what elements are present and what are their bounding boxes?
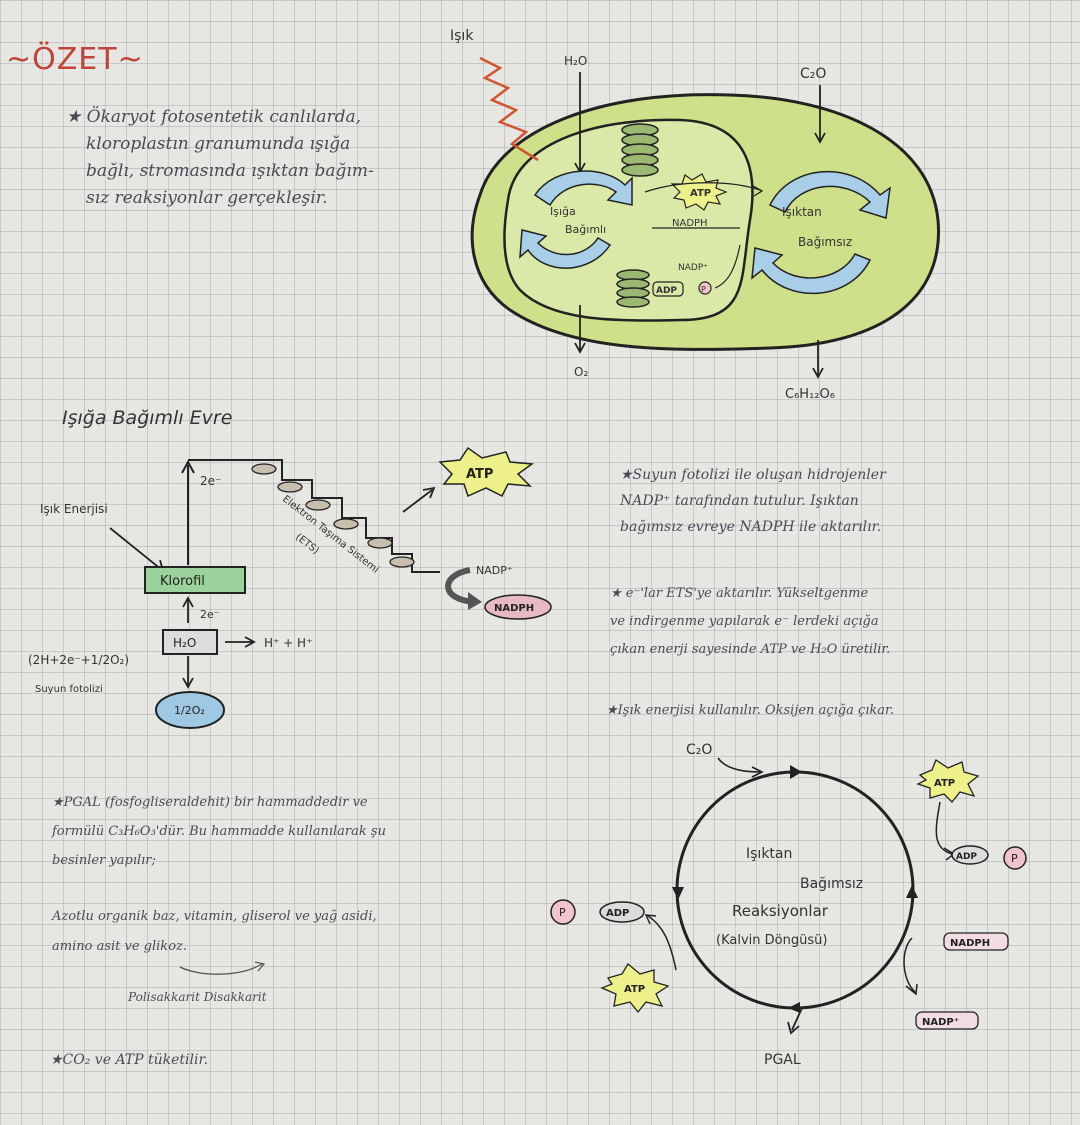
calvin-adp-left-label: ADP: [606, 908, 629, 919]
h2o-box-label: H₂O: [173, 636, 196, 650]
calvin-p-right-label: P: [1011, 852, 1018, 865]
half-oxygen-label: 1/2O₂: [174, 704, 205, 717]
note-nutrients-line-2: amino asit ve glikoz.: [52, 939, 187, 954]
calvin-atp-left-icon: [600, 963, 670, 1014]
granum-stack-bottom: [616, 269, 650, 308]
calvin-cycle-circle: [675, 770, 915, 1010]
calvin-label-2: Bağımsız: [800, 876, 863, 892]
note-photolysis-line-1: ★Suyun fotolizi ile oluşan hidrojenler: [620, 467, 886, 483]
light-phase-nadp-label: NADP⁺: [476, 564, 513, 577]
glucose-label: C₆H₁₂O₆: [785, 387, 835, 402]
light-phase-heading: Işığa Bağımlı Evre: [62, 407, 233, 429]
calvin-co2-label: C₂O: [686, 742, 712, 758]
light-phase-atp-star-icon: [438, 446, 535, 498]
light-phase-nadph-ellipse: [484, 594, 552, 620]
calvin-nadp-label: NADP⁺: [922, 1017, 959, 1028]
calvin-atp-top-icon: [916, 759, 980, 803]
light-dependent-label-2: Bağımlı: [565, 223, 606, 236]
chloroplast-diagram: Işık H₂O C₂O O₂ C₆H₁₂O₆ Işığa Bağımlı Iş…: [450, 28, 940, 402]
intro-note: ★ Ökaryot fotosentetik canlılarda, kloro…: [66, 104, 374, 212]
note-nutrients-line-1: Azotlu organik baz, vitamin, gliserol ve…: [52, 909, 377, 924]
light-dependent-cycle-arrow-bottom: [519, 229, 612, 269]
notes-right-1: ★Suyun fotolizi ile oluşan hidrojenler N…: [620, 462, 886, 540]
glucose-branch-arrow: [179, 961, 266, 975]
calvin-cycle-diagram: C₂O Işıktan Bağımsız Reaksiyonlar (Kalvi…: [550, 742, 1027, 1068]
chloroplast-inner-membrane: [503, 118, 754, 322]
calvin-nadph-label: NADPH: [950, 938, 990, 949]
light-phase-diagram: Işık Enerjisi 2e⁻ Klorofil 2e⁻ H₂O H⁺ + …: [28, 446, 552, 729]
notes-pgal: ★PGAL (fosfogliseraldehit) bir hammadded…: [52, 788, 386, 875]
note-saccharides: Polisakkarit Disakkarit: [128, 990, 267, 1004]
intro-line-4: sız reaksiyonlar gerçekleşir.: [86, 188, 328, 208]
chloroplast-nadp-label: NADP⁺: [678, 263, 708, 273]
light-dependent-cycle-arrow-top: [533, 170, 633, 207]
intro-line-2: kloroplastın granumunda ışığa: [86, 134, 351, 154]
calvin-pgal-label: PGAL: [764, 1052, 801, 1068]
ets-abbrev-label: (ETS): [293, 532, 321, 557]
h2o-box: [162, 629, 218, 655]
note-pgal-line-2: formülü C₃H₆O₃'dür. Bu hammadde kullanıl…: [52, 824, 386, 839]
chloroplast-nadph-label: NADPH: [672, 218, 708, 229]
light-independent-cycle-arrow-bottom: [751, 247, 872, 295]
chloroplast-adp-label: ADP: [656, 286, 677, 296]
intro-line-1: ★ Ökaryot fotosentetik canlılarda,: [66, 107, 362, 127]
calvin-p-left-label: P: [559, 906, 566, 919]
note-pgal-line-1: ★PGAL (fosfogliseraldehit) bir hammadded…: [52, 795, 368, 810]
note-co2-atp: ★CO₂ ve ATP tüketilir.: [50, 1052, 209, 1068]
note-ets-line-2: ve indirgenme yapılarak e⁻ lerdeki açığa: [610, 614, 879, 629]
light-phase-atp-label: ATP: [466, 467, 493, 482]
half-oxygen-ellipse: [155, 691, 225, 729]
granum-stack-top: [621, 123, 659, 177]
page-title: ~ÖZET~: [6, 42, 144, 77]
co2-label: C₂O: [800, 66, 826, 82]
chloroplast-p-label: P: [701, 285, 706, 294]
light-label: Işık: [450, 28, 474, 44]
calvin-label-1: Işıktan: [746, 846, 792, 862]
chlorophyll-label: Klorofil: [160, 574, 205, 589]
light-ray-icon: [479, 56, 539, 162]
light-dependent-label-1: Işığa: [550, 205, 576, 218]
ets-staircase: [188, 459, 440, 573]
chlorophyll-box: [144, 566, 246, 594]
light-independent-label-1: Işıktan: [782, 205, 822, 219]
light-energy-label: Işık Enerjisi: [40, 502, 108, 516]
calvin-label-3: Reaksiyonlar: [732, 902, 829, 920]
notes-right-2: ★ e⁻'lar ETS'ye aktarılır. Yükseltgenme …: [610, 580, 890, 664]
note-ets-line-1: ★ e⁻'lar ETS'ye aktarılır. Yükseltgenme: [610, 586, 869, 601]
note-photolysis-line-2: NADP⁺ tarafından tutulur. Işıktan: [620, 493, 859, 509]
note-light-energy: ★Işık enerjisi kullanılır. Oksijen açığa…: [606, 703, 894, 718]
note-photolysis-line-3: bağımsız evreye NADPH ile aktarılır.: [620, 519, 882, 535]
hydrogen-ions-label: H⁺ + H⁺: [264, 636, 312, 650]
electron-label-mid: 2e⁻: [200, 608, 220, 621]
intro-line-3: bağlı, stromasında ışıktan bağım-: [86, 161, 374, 181]
light-independent-cycle-arrow-top: [768, 170, 891, 219]
photolysis-equation: (2H+2e⁻+1/2O₂): [28, 653, 129, 667]
note-pgal-line-3: besinler yapılır;: [52, 853, 156, 868]
calvin-label-4: (Kalvin Döngüsü): [716, 933, 827, 948]
calvin-atp-left-label: ATP: [624, 984, 645, 995]
calvin-adp-right-label: ADP: [956, 852, 977, 862]
notes-nutrients: Azotlu organik baz, vitamin, gliserol ve…: [52, 902, 377, 962]
note-ets-line-3: çıkan enerji sayesinde ATP ve H₂O üretil…: [610, 642, 891, 657]
light-phase-nadph-label: NADPH: [494, 603, 534, 614]
light-independent-label-2: Bağımsız: [798, 235, 852, 249]
chloroplast-atp-label: ATP: [690, 188, 711, 199]
electron-label-top: 2e⁻: [200, 474, 221, 488]
h2o-label: H₂O: [564, 54, 587, 68]
o2-label: O₂: [574, 365, 588, 379]
photolysis-label: Suyun fotolizi: [35, 684, 103, 695]
calvin-atp-top-label: ATP: [934, 778, 955, 789]
